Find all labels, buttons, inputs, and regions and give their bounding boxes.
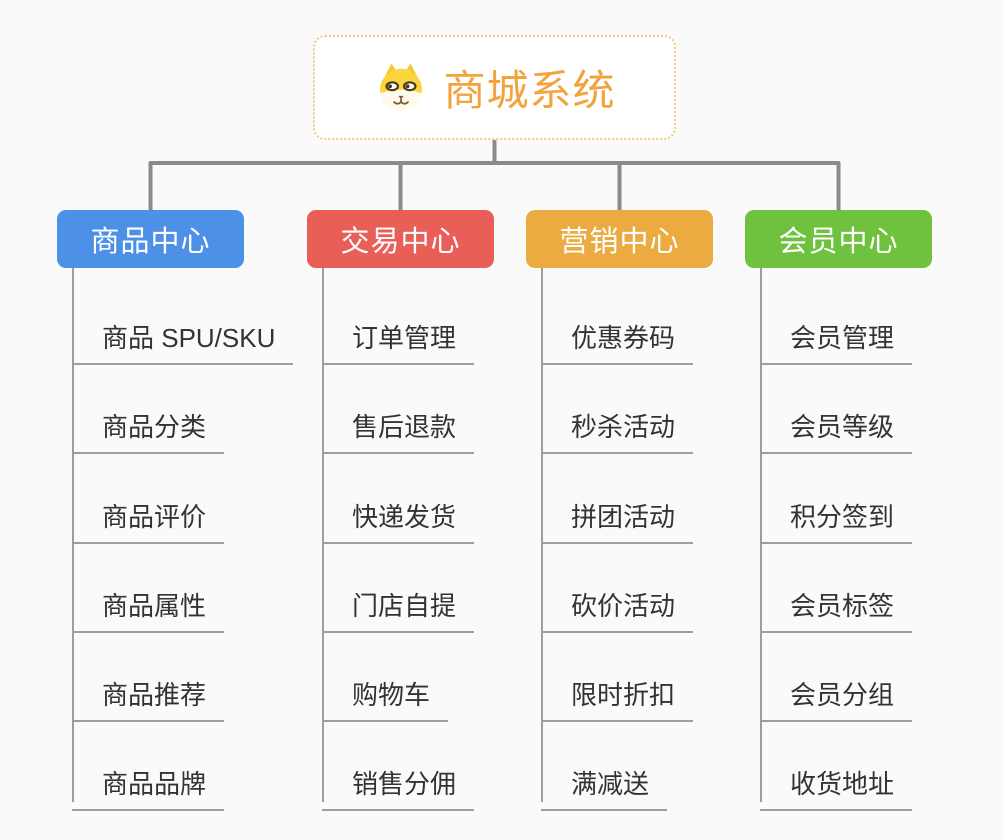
leaf-node[interactable]: 会员等级 (760, 400, 913, 454)
leaf-node[interactable]: 商品评价 (72, 490, 225, 544)
leaf-node[interactable]: 快递发货 (322, 490, 475, 544)
leaf-node[interactable]: 门店自提 (322, 579, 475, 633)
branch-label: 营销中心 (559, 226, 680, 258)
leaf-node[interactable]: 积分签到 (760, 490, 913, 544)
leaf-node[interactable]: 购物车 (322, 668, 449, 722)
leaf-node[interactable]: 优惠券码 (541, 311, 694, 365)
leaf-node[interactable]: 秒杀活动 (541, 400, 694, 454)
leaf-node[interactable]: 商品 SPU/SKU (72, 311, 294, 365)
leaf-node[interactable]: 商品推荐 (72, 668, 225, 722)
leaf-node[interactable]: 满减送 (541, 757, 668, 811)
leaf-node[interactable]: 拼团活动 (541, 490, 694, 544)
leaf-node[interactable]: 商品品牌 (72, 757, 225, 811)
leaf-node[interactable]: 商品属性 (72, 579, 225, 633)
leaf-node[interactable]: 会员标签 (760, 579, 913, 633)
branch-label: 商品中心 (90, 226, 211, 258)
leaf-node[interactable]: 售后退款 (322, 400, 475, 454)
root-node[interactable]: 商城系统 (313, 35, 676, 140)
leaf-node[interactable]: 订单管理 (322, 311, 475, 365)
branch-label: 会员中心 (778, 226, 899, 258)
leaf-node[interactable]: 会员分组 (760, 668, 913, 722)
branch-node-member-center[interactable]: 会员中心 (745, 210, 932, 268)
leaf-node[interactable]: 收货地址 (760, 757, 913, 811)
tree-connector-path (148, 138, 841, 212)
branch-node-marketing-center[interactable]: 营销中心 (526, 210, 713, 268)
leaf-node[interactable]: 砍价活动 (541, 579, 694, 633)
leaf-node[interactable]: 销售分佣 (322, 757, 475, 811)
leaf-node[interactable]: 会员管理 (760, 311, 913, 365)
branch-node-product-center[interactable]: 商品中心 (57, 210, 244, 268)
branch-label: 交易中心 (340, 226, 461, 258)
branch-node-trade-center[interactable]: 交易中心 (307, 210, 494, 268)
leaf-node[interactable]: 商品分类 (72, 400, 225, 454)
leaf-node[interactable]: 限时折扣 (541, 668, 694, 722)
root-title: 商城系统 (443, 67, 616, 114)
dog-face-icon (380, 63, 423, 111)
